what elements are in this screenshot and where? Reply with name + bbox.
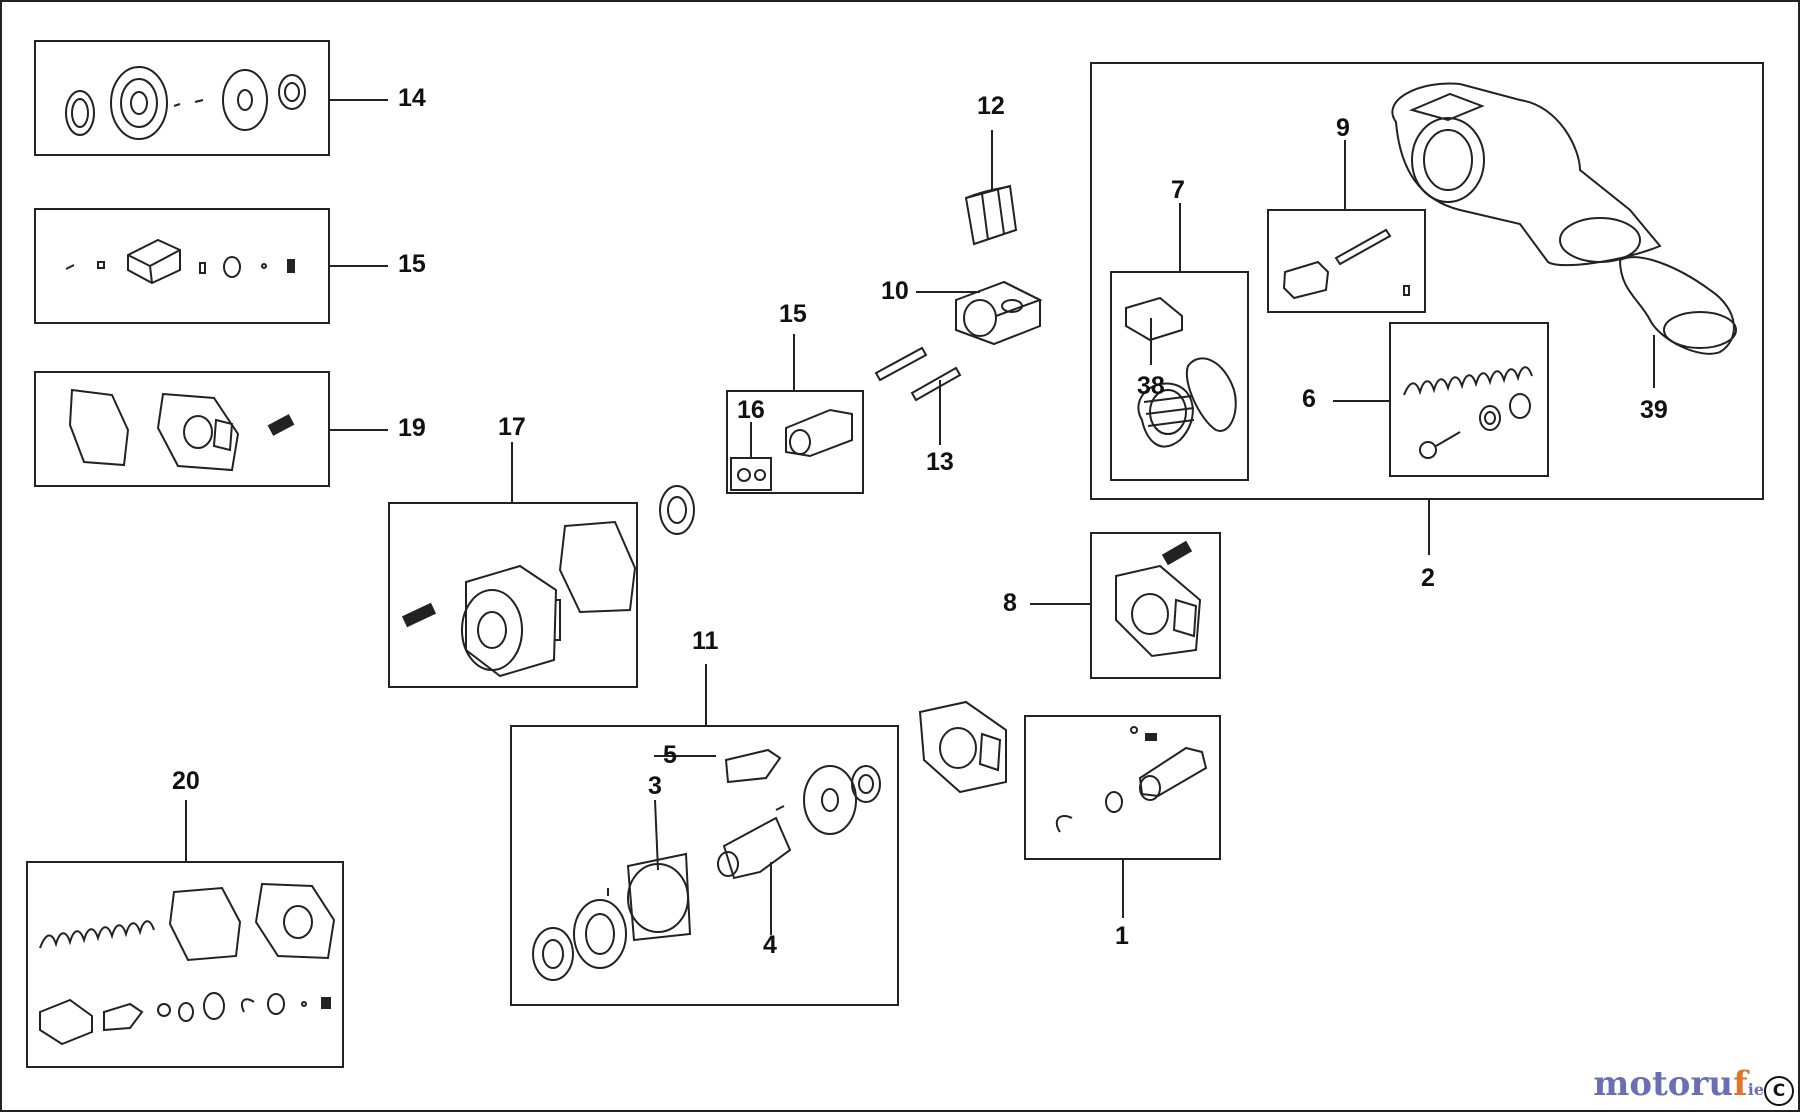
callout-13: 13 xyxy=(926,448,954,476)
kit-15b-parts xyxy=(737,408,853,482)
callout-2: 2 xyxy=(1421,564,1435,592)
callout-19: 19 xyxy=(398,414,426,442)
gasket-plate xyxy=(918,700,1007,794)
kit-20-parts xyxy=(39,882,336,1046)
kit-6-parts xyxy=(1403,366,1533,459)
callout-10: 10 xyxy=(881,277,909,305)
kit-19-parts xyxy=(68,388,295,472)
kit-11-parts xyxy=(532,748,881,981)
callout-4: 4 xyxy=(763,931,777,959)
callout-7: 7 xyxy=(1171,176,1185,204)
watermark-suffix: ie xyxy=(1747,1080,1764,1099)
callout-8: 8 xyxy=(1003,589,1017,617)
kit-box-6 xyxy=(1389,322,1549,477)
seal-ring xyxy=(659,485,695,535)
callout-20: 20 xyxy=(172,767,200,795)
kit-15-parts xyxy=(65,238,295,285)
leader-3 xyxy=(654,799,659,871)
kit-box-15 xyxy=(34,208,330,324)
callout-9: 9 xyxy=(1336,114,1350,142)
callout-15-drive: 15 xyxy=(779,300,807,328)
watermark-brand-b: f xyxy=(1733,1064,1748,1104)
brand-watermark: motorufie xyxy=(1593,1064,1764,1104)
part-39-grip xyxy=(1618,256,1737,355)
copyright-icon: C xyxy=(1764,1076,1794,1106)
callout-6: 6 xyxy=(1302,385,1316,413)
watermark-brand-a: motoru xyxy=(1593,1064,1734,1104)
callout-38: 38 xyxy=(1137,372,1165,400)
callout-1: 1 xyxy=(1115,922,1129,950)
callout-17: 17 xyxy=(498,413,526,441)
part-10 xyxy=(955,280,1043,346)
kit-17-parts xyxy=(401,520,637,678)
kit-box-14 xyxy=(34,40,330,156)
kit-box-9 xyxy=(1267,209,1426,313)
kit-14-parts xyxy=(65,66,306,140)
part-12 xyxy=(964,184,1018,246)
callout-15: 15 xyxy=(398,250,426,278)
callout-14: 14 xyxy=(398,84,426,112)
part-13-pins xyxy=(874,346,962,402)
kit-box-1 xyxy=(1024,715,1221,860)
kit-8-parts xyxy=(1115,540,1202,658)
callout-5: 5 xyxy=(663,741,677,769)
callout-3: 3 xyxy=(648,772,662,800)
callout-16: 16 xyxy=(737,396,765,424)
housing-2 xyxy=(1391,82,1662,267)
kit-box-2 xyxy=(1090,62,1764,500)
kit-1-parts xyxy=(1055,726,1208,833)
kit-box-20 xyxy=(26,861,344,1068)
callout-11: 11 xyxy=(692,627,719,655)
kit-box-11 xyxy=(510,725,899,1006)
kit-9-parts xyxy=(1282,228,1410,300)
callout-39: 39 xyxy=(1640,396,1668,424)
kit-7-parts xyxy=(1125,296,1237,448)
kit-box-8 xyxy=(1090,532,1221,679)
callout-12: 12 xyxy=(977,92,1005,120)
